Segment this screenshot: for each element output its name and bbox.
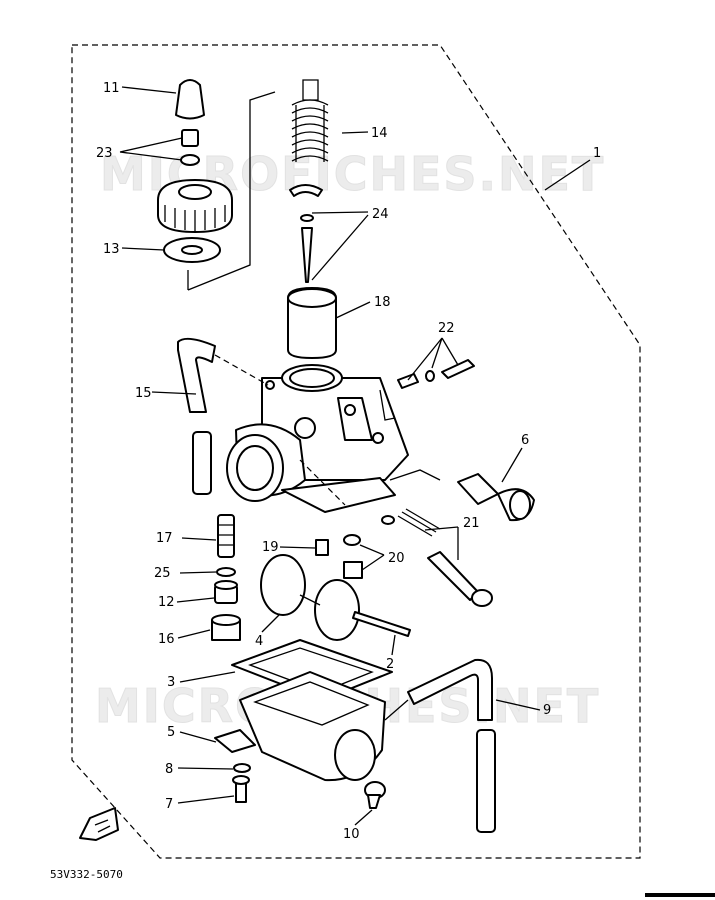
callout-14: 14 [371,126,388,141]
part-22-pilot-screw [397,359,475,389]
part-float-chamber [239,671,386,782]
callout-12: 12 [158,595,175,610]
part-8-washer [233,763,251,773]
part-10-drain-screw [364,781,386,809]
part-4-float [260,554,360,641]
part-24-needle [289,184,323,283]
leader-lines [119,86,591,826]
part-2-float-pin [352,611,411,637]
part-19-pilot-jet [315,539,329,556]
callout-5: 5 [167,725,175,740]
pilot-bracket [379,389,396,421]
part-11-cap [175,79,205,120]
part-6-starter-plunger [457,473,535,522]
callout-10: 10 [343,827,360,842]
part-12-main-jet [214,580,238,604]
callout-21: 21 [463,516,480,531]
diagram-code: 53V332-5070 [50,868,123,881]
part-21-throttle-stop-screw [381,508,493,607]
hose-connection [214,354,269,386]
part-13-gasket [163,237,221,263]
callout-20: 20 [388,551,405,566]
part-7-screw [232,775,250,803]
callout-7: 7 [165,797,173,812]
callout-17: 17 [156,531,173,546]
callout-18: 18 [374,295,391,310]
part-1-carburetor-body [226,364,409,513]
part-top-cover [157,179,233,233]
callout-1: 1 [593,146,601,161]
part-20-float-valve [343,534,363,579]
assembly-boundary [71,44,641,859]
part-14-spring [291,79,329,162]
front-direction-icon [79,807,119,841]
bowl-hose-connection [384,699,409,721]
callout-16: 16 [158,632,175,647]
callout-8: 8 [165,762,173,777]
callout-23: 23 [96,146,113,161]
part-16-nut [211,614,241,641]
part-15-vent-hose [177,337,216,495]
callout-22: 22 [438,321,455,336]
part-18-throttle-slide [287,287,337,359]
callout-13: 13 [103,242,120,257]
callout-15: 15 [135,386,152,401]
top-group-bracket [187,91,276,291]
part-9-overflow-hose [407,658,496,833]
drain-connection [299,459,346,506]
callout-11: 11 [103,81,120,96]
callout-6: 6 [521,433,529,448]
part-5-bracket [214,729,256,753]
callout-labels: 11 23 13 14 24 18 15 22 6 21 17 19 20 25… [96,81,601,842]
callout-2: 2 [386,657,394,672]
starter-connection [389,469,441,481]
callout-9: 9 [543,703,551,718]
callout-24: 24 [372,207,389,222]
part-17-needle-jet [217,514,235,558]
callout-3: 3 [167,675,175,690]
callout-4: 4 [255,634,263,649]
page-edge-bar [645,893,715,897]
callout-25: 25 [154,566,171,581]
part-25-o-ring [216,567,236,577]
callout-19: 19 [262,540,279,555]
